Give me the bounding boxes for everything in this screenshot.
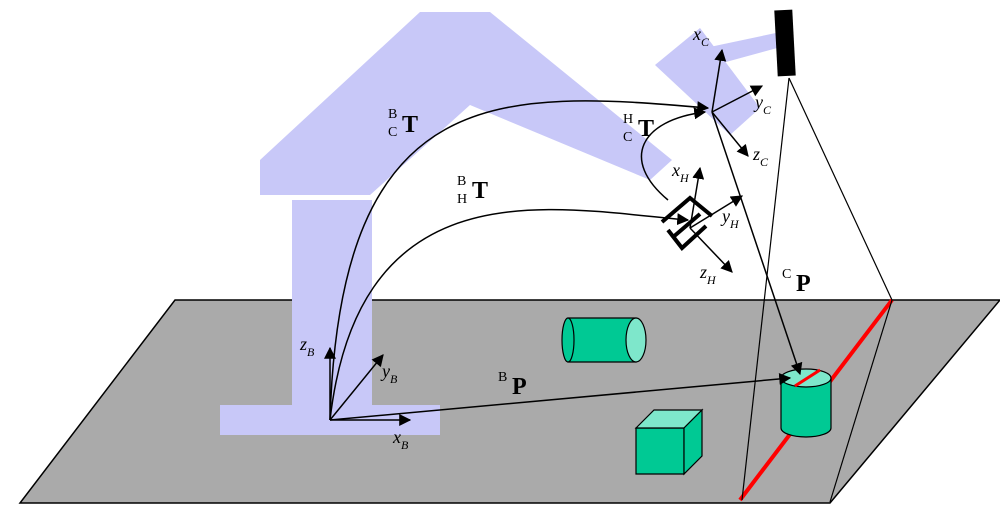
- hand-x-label: xH: [671, 160, 690, 185]
- camera-ray-right: [788, 77, 893, 301]
- hand-x-axis: [689, 166, 705, 229]
- camera-x-label: xC: [692, 24, 710, 49]
- base-y-label: yB: [380, 361, 398, 386]
- base-y-axis: [329, 354, 384, 421]
- camera-y-label: yC: [753, 92, 772, 117]
- gripper: [660, 195, 714, 251]
- camera-z-axis: [711, 111, 749, 157]
- hct-symbol: T: [638, 116, 654, 142]
- camera-ray-down: [829, 299, 893, 503]
- arrow-cp: [711, 111, 803, 376]
- camera-y-axis: [711, 85, 764, 113]
- bht-sub: H: [457, 192, 467, 207]
- arrow-hct: [640, 107, 707, 201]
- base-x-label: xB: [392, 427, 409, 452]
- bht-symbol: T: [472, 178, 488, 204]
- cp-symbol: P: [796, 271, 811, 297]
- camera-ray-left: [741, 77, 790, 501]
- hand-y-label: yH: [720, 206, 740, 231]
- hand-z-label: zH: [699, 262, 717, 287]
- camera-z-label: zC: [752, 144, 769, 169]
- bct-sup: B: [388, 107, 397, 122]
- cp-sup: C: [782, 267, 791, 282]
- arrow-bct: [329, 100, 710, 421]
- arrow-bp: [329, 373, 792, 421]
- bp-sup: B: [498, 370, 507, 385]
- bp-symbol: P: [512, 374, 527, 400]
- camera-x-axis: [711, 48, 727, 113]
- cube: [634, 408, 704, 476]
- hct-sub: C: [623, 130, 632, 145]
- hand-y-axis: [689, 195, 744, 229]
- hand-z-axis: [689, 227, 733, 273]
- bct-symbol: T: [402, 112, 418, 138]
- hct-sup: H: [623, 112, 633, 127]
- floor-plane: [18, 299, 1000, 504]
- laser-on-cylinder: [794, 368, 821, 388]
- lying-cylinder: [561, 317, 647, 363]
- camera-body: [774, 9, 796, 77]
- bht-sup: B: [457, 174, 466, 189]
- arrow-bht: [329, 208, 690, 421]
- bct-sub: C: [388, 125, 397, 140]
- base-z-label: zB: [299, 334, 315, 359]
